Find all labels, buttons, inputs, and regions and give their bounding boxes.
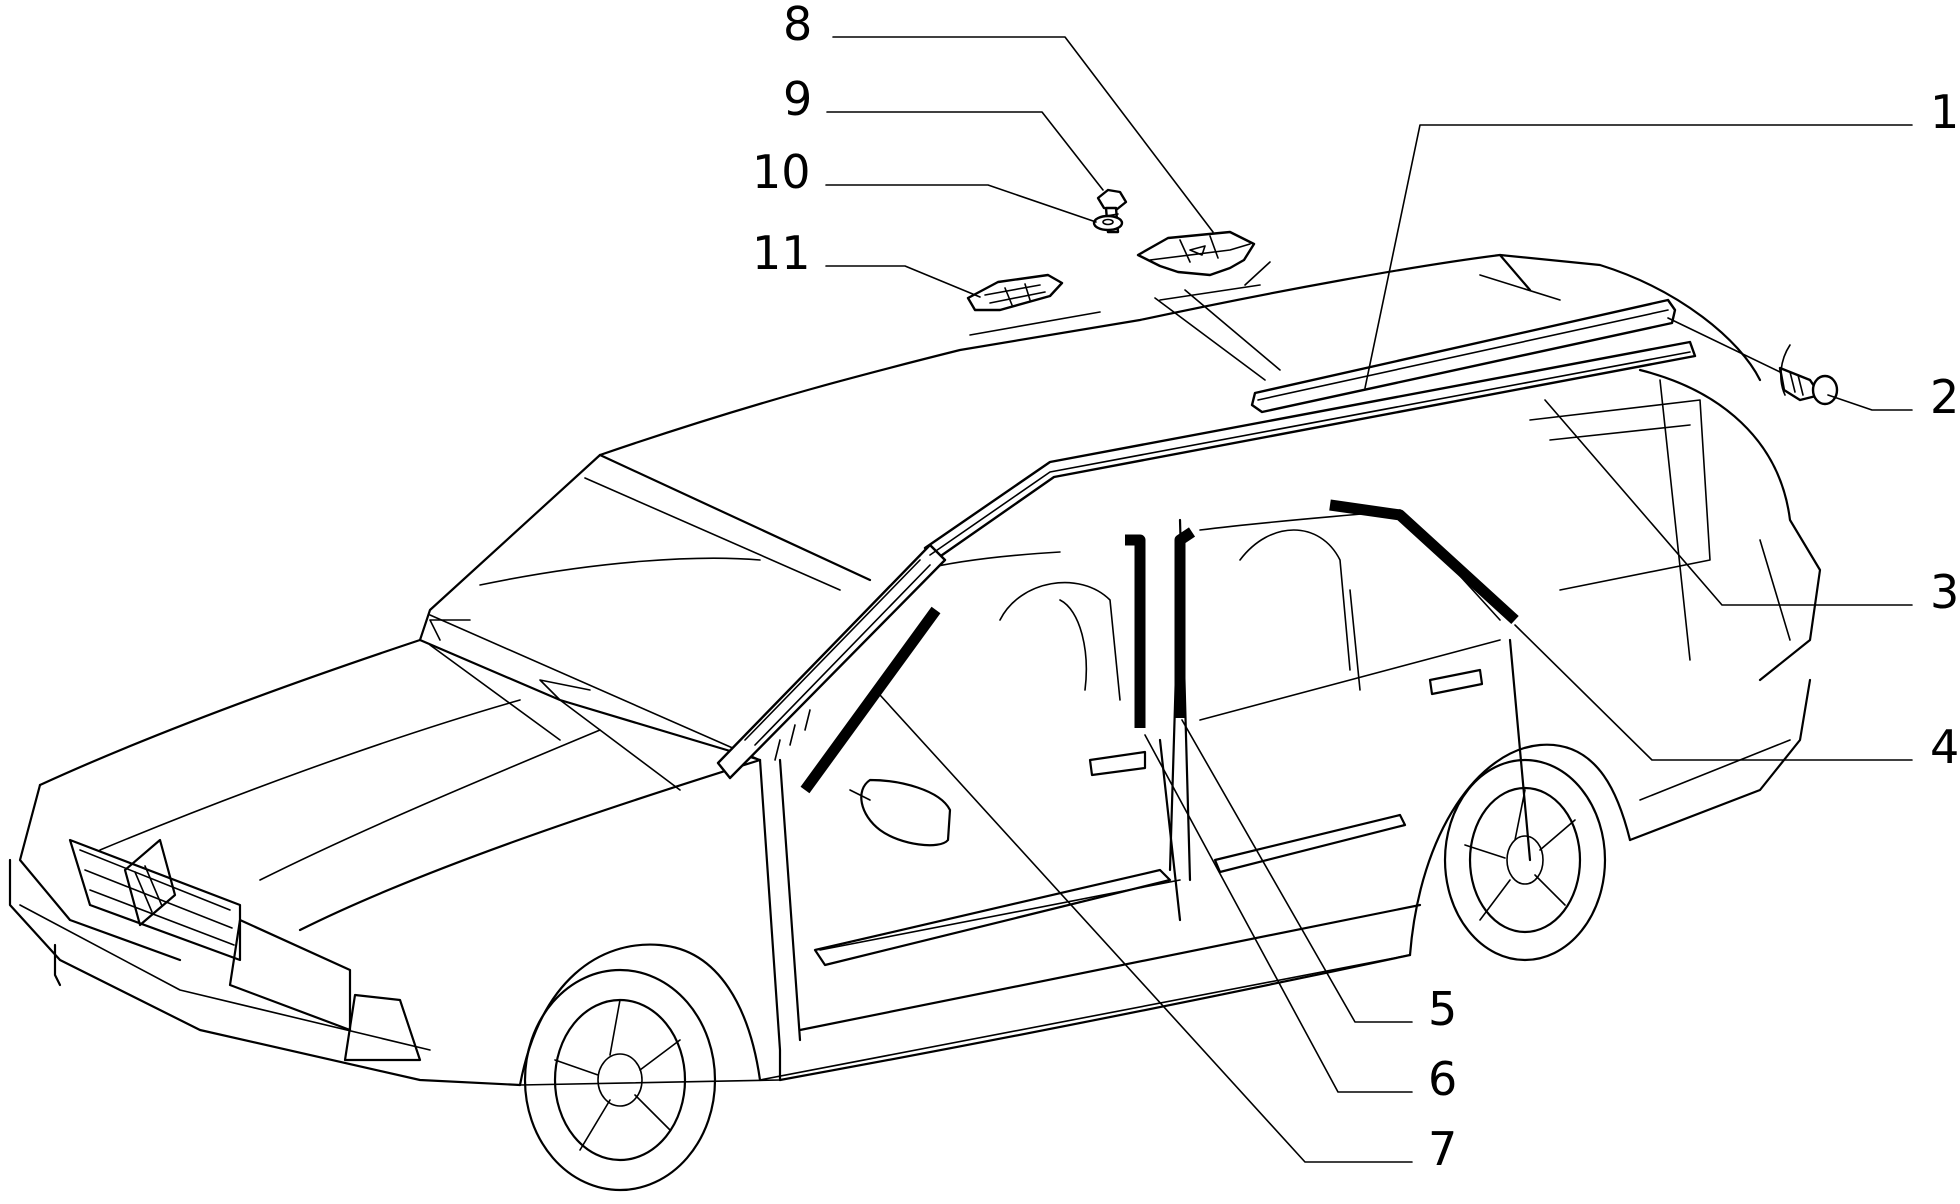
callout-5: 5 bbox=[1428, 982, 1457, 1036]
part-8-bracket bbox=[1136, 230, 1256, 277]
callout-9: 9 bbox=[783, 72, 812, 126]
car-body-drawing bbox=[8, 253, 1822, 1192]
callout-1: 1 bbox=[1930, 85, 1959, 139]
leader-5 bbox=[1181, 719, 1413, 1023]
callout-4: 4 bbox=[1930, 720, 1959, 774]
leader-11 bbox=[825, 265, 981, 298]
part-10-washer bbox=[1092, 214, 1124, 232]
part-1-roof-moulding bbox=[1250, 298, 1677, 414]
part-2-arc bbox=[1780, 344, 1791, 396]
callout-7: 7 bbox=[1428, 1122, 1457, 1176]
leader-10 bbox=[825, 184, 1097, 223]
leader-4 bbox=[1514, 624, 1913, 761]
part-11-clip bbox=[966, 273, 1064, 312]
leader-3 bbox=[1544, 399, 1913, 606]
callout-8: 8 bbox=[783, 0, 812, 51]
leader-lines bbox=[825, 36, 1913, 1163]
callout-2: 2 bbox=[1930, 370, 1959, 424]
callout-labels: 1 2 3 4 5 6 7 8 9 10 11 bbox=[752, 0, 1959, 1176]
leader-1 bbox=[1364, 124, 1913, 389]
leader-9 bbox=[826, 111, 1104, 191]
leader-2 bbox=[1827, 394, 1913, 411]
callout-6: 6 bbox=[1428, 1052, 1457, 1106]
part-4-rear-door-seal bbox=[1329, 499, 1519, 625]
leader-6 bbox=[1144, 734, 1413, 1093]
part-6-front-pillar-seal bbox=[1125, 534, 1146, 728]
leader-8 bbox=[832, 36, 1214, 233]
part-2-guide-line bbox=[1667, 317, 1781, 373]
callout-3: 3 bbox=[1930, 565, 1959, 619]
callout-10: 10 bbox=[752, 145, 811, 199]
part-2-screw bbox=[1778, 366, 1839, 406]
part-7-a-pillar-seal bbox=[800, 606, 941, 794]
leader-7 bbox=[879, 694, 1413, 1163]
part-5-rear-pillar-seal bbox=[1174, 527, 1196, 718]
part-3-roof-rail-seal bbox=[716, 340, 1697, 780]
part-8-guide-lines bbox=[969, 261, 1281, 381]
callout-11: 11 bbox=[752, 226, 811, 280]
